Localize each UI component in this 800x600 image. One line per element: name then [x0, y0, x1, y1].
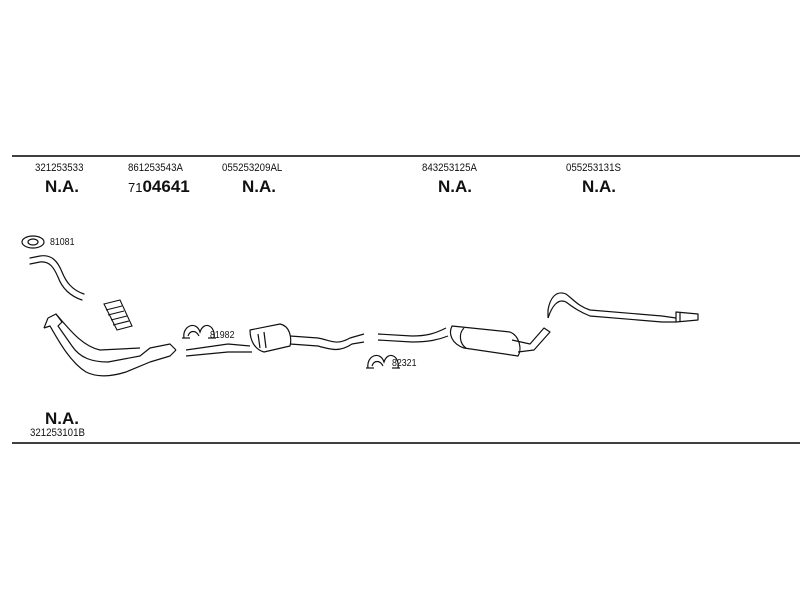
availability-status: N.A. [582, 177, 616, 196]
clamp-icon [366, 354, 400, 369]
tail-pipe [547, 292, 699, 323]
reference-number: 7104641 [128, 177, 190, 197]
clamp-rear-label: 82321 [392, 358, 417, 369]
flex-bellows [103, 299, 133, 331]
gasket-icon [21, 235, 45, 249]
front-pipe-bent [29, 255, 85, 301]
middle-muffler-section [377, 325, 551, 357]
part-number-label: 055253209AL [222, 162, 283, 174]
clamp-front-label: 81982 [210, 330, 235, 341]
reference-prefix: 71 [128, 180, 143, 195]
availability-status: N.A. [242, 177, 276, 196]
part-number-label: 321253533 [35, 162, 84, 174]
part-number-label: 843253125A [422, 162, 477, 174]
reference-main: 04641 [142, 177, 190, 196]
gasket-label: 81081 [50, 237, 75, 248]
front-muffler-section [185, 323, 365, 357]
clamp-icon [182, 324, 216, 339]
part-number-label: 321253101B [30, 427, 85, 439]
availability-status: N.A. [438, 177, 472, 196]
part-number-label: 861253543A [128, 162, 183, 174]
availability-status: N.A. [45, 409, 79, 428]
front-y-pipe [43, 313, 177, 377]
availability-status: N.A. [45, 177, 79, 196]
part-number-label: 055253131S [566, 162, 621, 174]
